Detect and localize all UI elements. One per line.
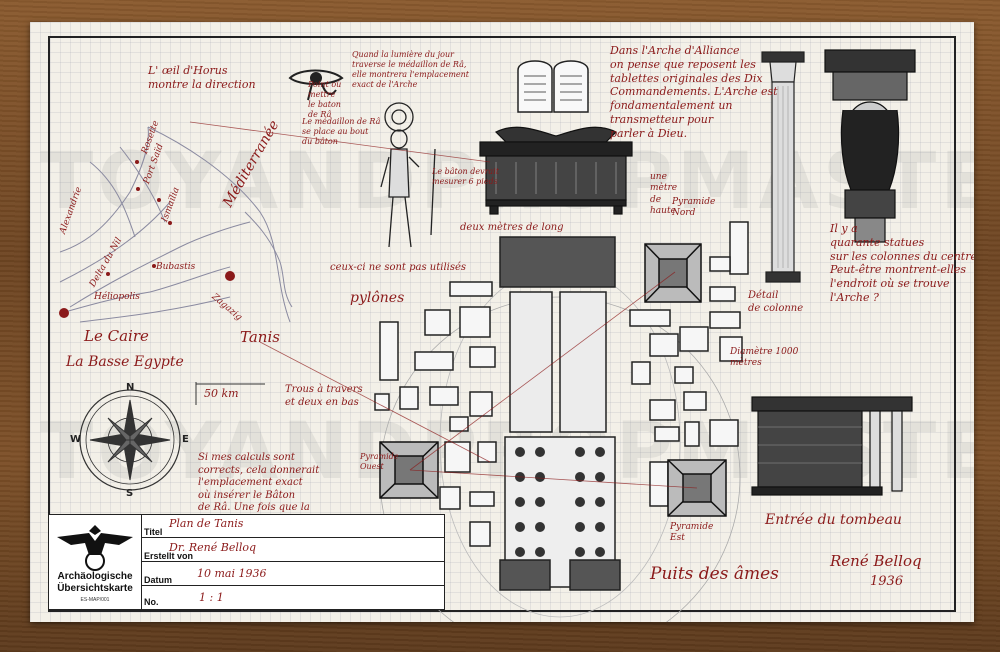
eagle-emblem-icon (57, 525, 133, 571)
title-block: Archäologische Übersichtskarte ES-MAP/00… (48, 514, 445, 610)
note-height: une mètre de haute (650, 172, 678, 216)
compass-n: N (126, 382, 135, 393)
compass-rose (79, 389, 181, 491)
note-pyramid-west: Pyramide Ouest (360, 452, 399, 471)
scale-label: 50 km (204, 387, 239, 400)
tomb-entrance-drawing (751, 396, 913, 496)
label-titel: Titel (144, 527, 163, 537)
note-ark: Dans l'Arche d'Alliance on pense que rep… (610, 44, 778, 140)
note-staff: Le bâton devrait mesurer 6 pieds (432, 167, 499, 186)
brand-line-1: Archäologische (57, 571, 133, 582)
note-column-detail: Détail de colonne (748, 290, 804, 314)
ark-drawing (479, 126, 633, 215)
note-length: deux mètres de long (460, 222, 564, 233)
note-medallion-point: Point où mettre le baton de Râ (308, 80, 342, 119)
signature: René Belloq (830, 552, 922, 570)
compass-e: E (182, 434, 189, 445)
brand-line-2: Übersichtskarte (57, 583, 133, 594)
note-pyramid-north: Pyramide Nord (672, 197, 716, 219)
note-eye-of-horus: L' œil d'Horus montre la direction (148, 64, 256, 91)
brand-code: ES-MAP/001 (80, 597, 110, 603)
note-columns: Il y a quarante statues sur les colonnes… (830, 222, 974, 304)
note-doors: Trous à travers et deux en bas (285, 384, 363, 408)
note-sunlight: Quand la lumière du jour traverse le méd… (352, 50, 470, 89)
value-erstellt: Dr. René Belloq (169, 541, 257, 554)
compass-s: S (126, 488, 134, 499)
map-drawing (59, 49, 916, 622)
note-medallion: Le médaillon de Râ se place au bout du b… (302, 117, 381, 146)
map-tanis: Tanis (240, 328, 280, 346)
note-pyramid-east: Pyramide Est (670, 522, 714, 544)
label-no: No. (144, 597, 159, 607)
label-datum: Datum (144, 575, 173, 585)
title-block-brand: Archäologische Übersichtskarte ES-MAP/00… (49, 515, 142, 609)
compass-w: W (70, 434, 82, 445)
eye-of-horus-drawing (288, 69, 344, 101)
label-erstellt: Erstellt von (144, 551, 194, 561)
scale-bar (195, 382, 265, 405)
note-tomb-entrance: Entrée du tombeau (765, 512, 902, 528)
note-well-of-souls: Puits des âmes (650, 564, 779, 584)
value-no: 1 : 1 (199, 591, 224, 604)
map-lower-egypt: La Basse Egypte (66, 354, 184, 370)
nile-delta-map (59, 126, 293, 323)
column-drawing (761, 51, 805, 283)
map-paper: TOYANDPROPMASTERS TOYANDPROPMASTERS (30, 22, 974, 622)
note-pylons: pylônes (350, 290, 405, 306)
map-place-5: Bubastis (156, 262, 196, 272)
note-not-used: ceux-ci ne sont pas utilisés (330, 262, 467, 273)
signature-year: 1936 (870, 574, 904, 589)
map-place-6: Héliopolis (94, 292, 140, 302)
value-titel: Plan de Tanis (169, 517, 244, 530)
hathor-capital-drawing (824, 49, 916, 243)
note-diameter: Diamètre 1000 mètres (730, 347, 799, 369)
map-cairo: Le Caire (84, 327, 149, 345)
tablets-drawing (517, 60, 589, 113)
city-markers (59, 160, 235, 318)
value-datum: 10 mai 1936 (197, 567, 267, 580)
ra-staff-figure (380, 102, 436, 248)
map-frame (48, 36, 956, 612)
tanis-site-plan (189, 121, 749, 622)
